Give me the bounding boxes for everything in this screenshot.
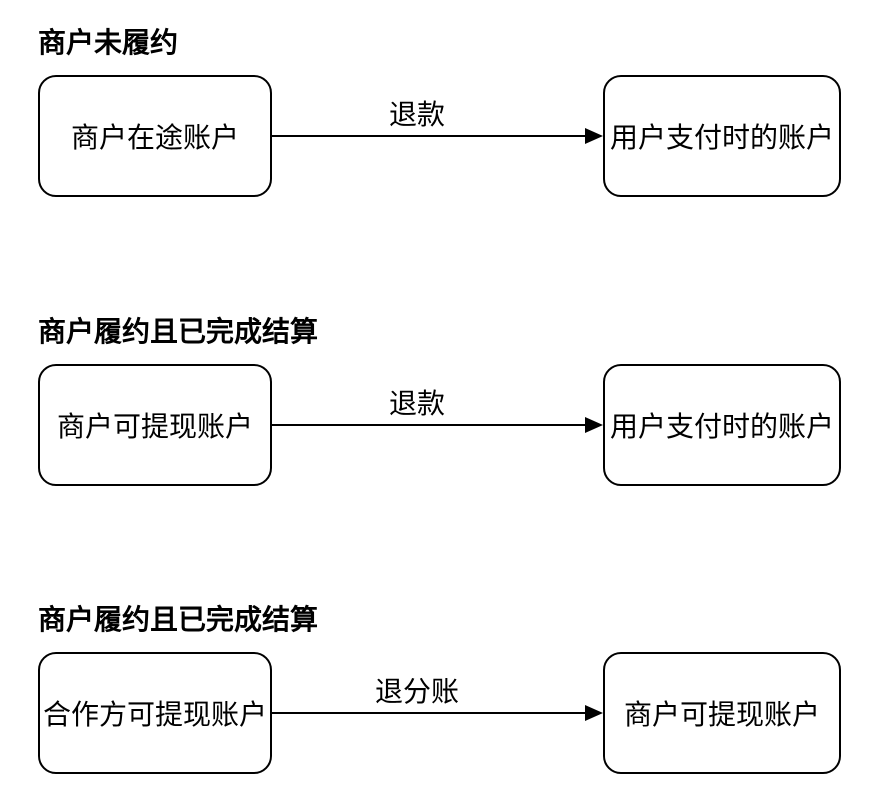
arrow-connector: 退分账 (272, 652, 603, 774)
section-title: 商户履约且已完成结算 (38, 604, 319, 635)
flow-node-label: 合作方可提现账户 (42, 699, 267, 730)
flow-node-label: 商户可提现账户 (56, 411, 253, 442)
section-title: 商户未履约 (38, 27, 179, 58)
flow-node-label: 商户可提现账户 (623, 699, 820, 730)
flow-section-1: 商户未履约 商户在途账户 退款 用户支付时的账户 (0, 27, 880, 207)
flow-section-3: 商户履约且已完成结算 合作方可提现账户 退分账 商户可提现账户 (0, 604, 880, 784)
flow-node-target: 用户支付时的账户 (603, 364, 841, 486)
flow-node-source: 合作方可提现账户 (38, 652, 272, 774)
flow-node-target: 用户支付时的账户 (603, 75, 841, 197)
flow-node-label: 用户支付时的账户 (609, 122, 834, 153)
arrow-label: 退分账 (370, 676, 464, 708)
arrow-head-icon (585, 417, 603, 433)
flow-node-target: 商户可提现账户 (603, 652, 841, 774)
flow-node-label: 商户在途账户 (70, 122, 239, 153)
arrow-label: 退款 (384, 388, 450, 420)
flow-node-source: 商户可提现账户 (38, 364, 272, 486)
arrow-head-icon (585, 128, 603, 144)
flow-node-label: 用户支付时的账户 (609, 411, 834, 442)
arrow-connector: 退款 (272, 75, 603, 197)
arrow-label: 退款 (384, 99, 450, 131)
arrow-line (272, 135, 592, 137)
arrow-line (272, 712, 592, 714)
arrow-connector: 退款 (272, 364, 603, 486)
flow-section-2: 商户履约且已完成结算 商户可提现账户 退款 用户支付时的账户 (0, 316, 880, 496)
arrow-line (272, 424, 592, 426)
arrow-head-icon (585, 705, 603, 721)
section-title: 商户履约且已完成结算 (38, 316, 319, 347)
flow-node-source: 商户在途账户 (38, 75, 272, 197)
